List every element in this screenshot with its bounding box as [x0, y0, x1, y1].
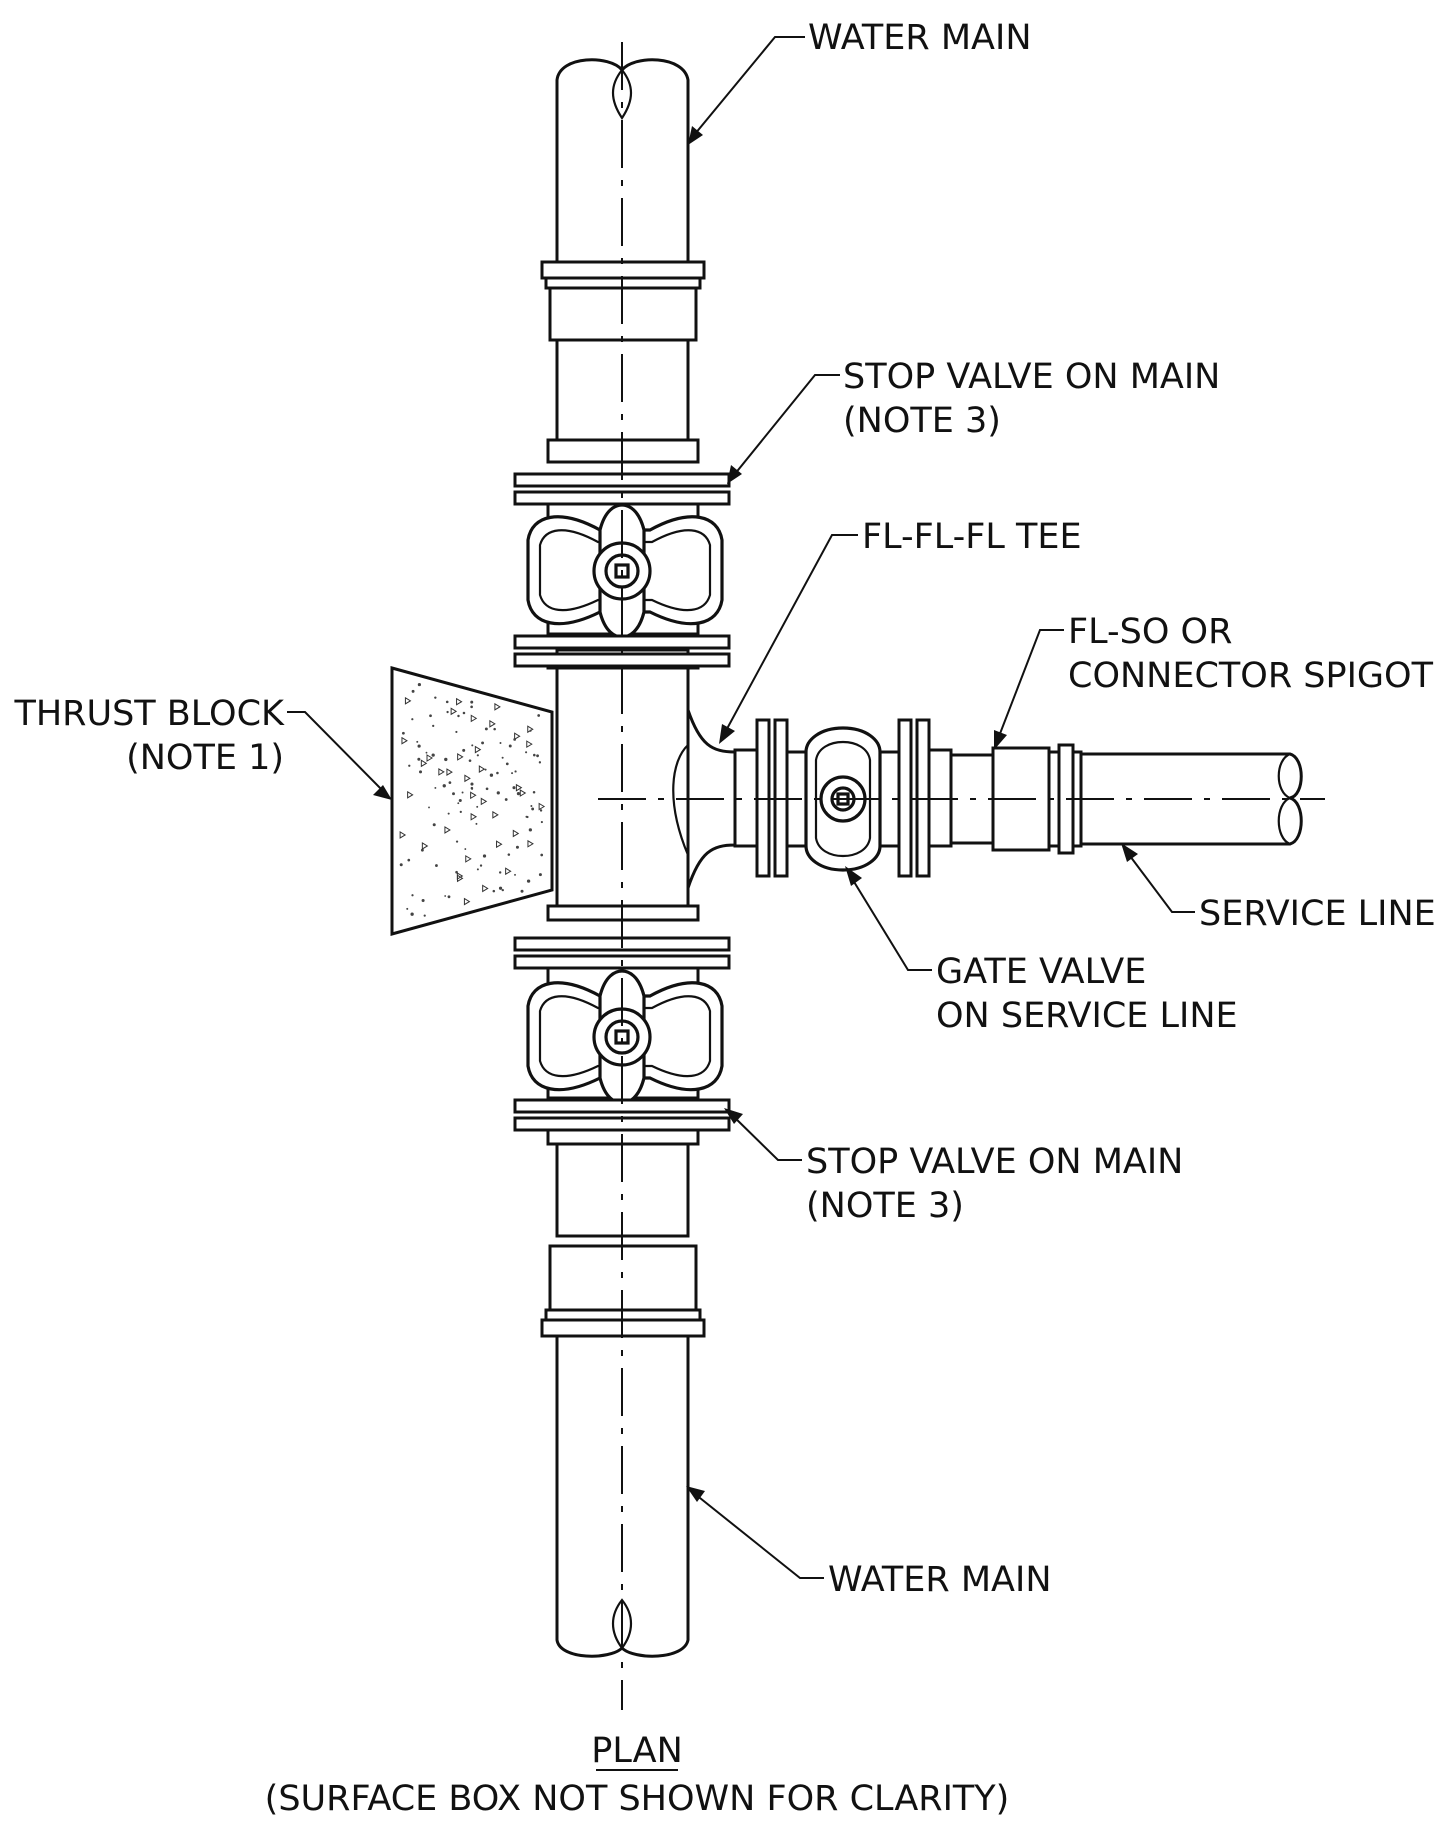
label-stop-valve-top-1: STOP VALVE ON MAIN: [843, 357, 1220, 397]
fl-fl-fl-tee: [546, 648, 737, 922]
label-water-main-bottom: WATER MAIN: [828, 1560, 1052, 1600]
leaders: [287, 36, 1195, 1579]
label-gate-valve-2: ON SERVICE LINE: [936, 996, 1238, 1036]
service-branch: [733, 718, 1303, 878]
label-tee: FL-FL-FL TEE: [862, 517, 1082, 557]
label-thrust-1: THRUST BLOCK: [13, 694, 285, 734]
label-stop-valve-top-2: (NOTE 3): [843, 401, 1001, 441]
thrust-block: [390, 666, 554, 936]
plan-subtitle: (SURFACE BOX NOT SHOWN FOR CLARITY): [265, 1779, 1010, 1819]
label-stop-valve-bottom-1: STOP VALVE ON MAIN: [806, 1142, 1183, 1182]
label-stop-valve-bottom-2: (NOTE 3): [806, 1186, 964, 1226]
label-service-line: SERVICE LINE: [1199, 894, 1436, 934]
plan-title: PLAN: [591, 1731, 683, 1771]
label-gate-valve-1: GATE VALVE: [936, 952, 1146, 992]
label-flso-1: FL-SO OR: [1068, 612, 1232, 652]
label-water-main-top: WATER MAIN: [808, 18, 1032, 58]
label-thrust-2: (NOTE 1): [126, 738, 284, 778]
label-flso-2: CONNECTOR SPIGOT: [1068, 656, 1434, 696]
